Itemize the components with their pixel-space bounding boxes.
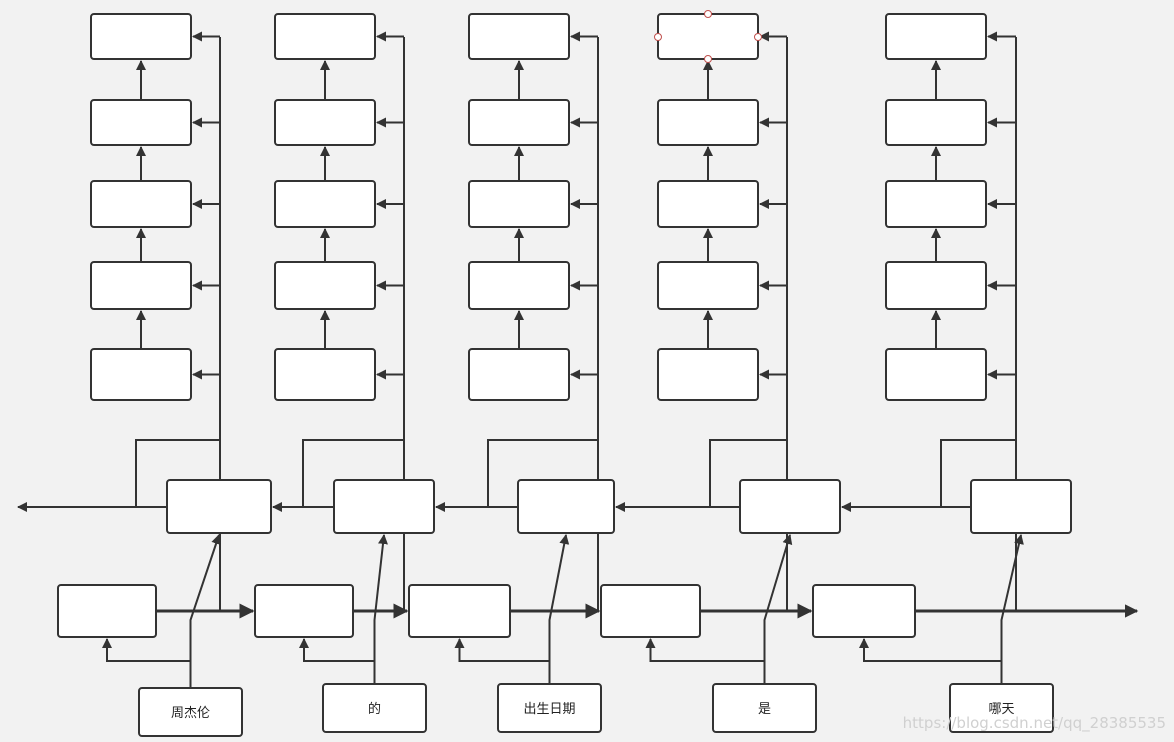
layer-box-1-1[interactable] [90,348,192,401]
layer-box-4-2[interactable] [657,261,759,310]
backward-branch-5 [940,439,1016,507]
layer-box-2-2[interactable] [274,261,376,310]
layer-box-2-3[interactable] [274,180,376,228]
layer-box-3-3[interactable] [468,180,570,228]
input-box-2[interactable] [322,683,427,733]
forward-cell-4[interactable] [600,584,701,638]
connection-lines [17,31,1139,688]
backward-cell-2[interactable] [333,479,435,534]
backward-branch-4 [709,439,787,507]
layer-box-4-5[interactable] [657,13,759,60]
layer-box-3-2[interactable] [468,261,570,310]
layer-box-5-4[interactable] [885,99,987,146]
layer-box-3-1[interactable] [468,348,570,401]
layer-box-3-5[interactable] [468,13,570,60]
backward-cell-1[interactable] [166,479,272,534]
backward-branch-2 [302,439,404,507]
forward-cell-1[interactable] [57,584,157,638]
layer-box-2-4[interactable] [274,99,376,146]
input-to-forward-5 [859,638,1003,684]
input-label-3: 出生日期 [523,702,575,717]
forward-rnn-row [57,584,916,638]
layer-box-5-2[interactable] [885,261,987,310]
input-box-1[interactable] [138,687,243,737]
input-to-forward-1 [102,638,192,688]
input-to-forward-2 [299,638,376,684]
input-box-5[interactable] [949,683,1054,733]
layer-box-2-5[interactable] [274,13,376,60]
backward-cell-4[interactable] [739,479,841,534]
input-to-forward-4 [645,638,766,684]
handle-bottom[interactable] [704,55,712,63]
layer-box-5-3[interactable] [885,180,987,228]
layer-box-1-2[interactable] [90,261,192,310]
input-box-4[interactable] [712,683,817,733]
input-label-4: 是 [758,702,771,717]
forward-cell-2[interactable] [254,584,354,638]
input-label-1: 周杰伦 [171,706,210,721]
layer-box-4-1[interactable] [657,348,759,401]
backward-cell-5[interactable] [970,479,1072,534]
handle-top[interactable] [704,10,712,18]
layer-box-5-1[interactable] [885,348,987,401]
input-box-3[interactable] [497,683,602,733]
input-label-2: 的 [368,701,381,717]
layer-stacks [90,13,987,401]
layer-box-5-5[interactable] [885,13,987,60]
forward-cell-5[interactable] [812,584,916,638]
backward-cell-3[interactable] [517,479,615,534]
layer-box-3-4[interactable] [468,99,570,146]
backward-rnn-row [166,479,1072,534]
layer-box-1-5[interactable] [90,13,192,60]
input-label-5: 哪天 [988,702,1014,717]
handle-right[interactable] [754,33,762,41]
handle-left[interactable] [654,33,662,41]
watermark: https://blog.csdn.net/qq_28385535 [903,714,1166,733]
layer-box-1-3[interactable] [90,180,192,228]
layer-box-2-1[interactable] [274,348,376,401]
backward-branch-3 [487,439,598,507]
backward-branch-1 [135,439,220,507]
layer-box-4-3[interactable] [657,180,759,228]
layer-box-4-4[interactable] [657,99,759,146]
input-token-row: 周杰伦 的 出生日期 是 哪天 [138,683,1054,737]
forward-cell-3[interactable] [408,584,511,638]
selection-handles [654,10,762,63]
input-to-forward-3 [454,638,551,684]
layer-box-1-4[interactable] [90,99,192,146]
